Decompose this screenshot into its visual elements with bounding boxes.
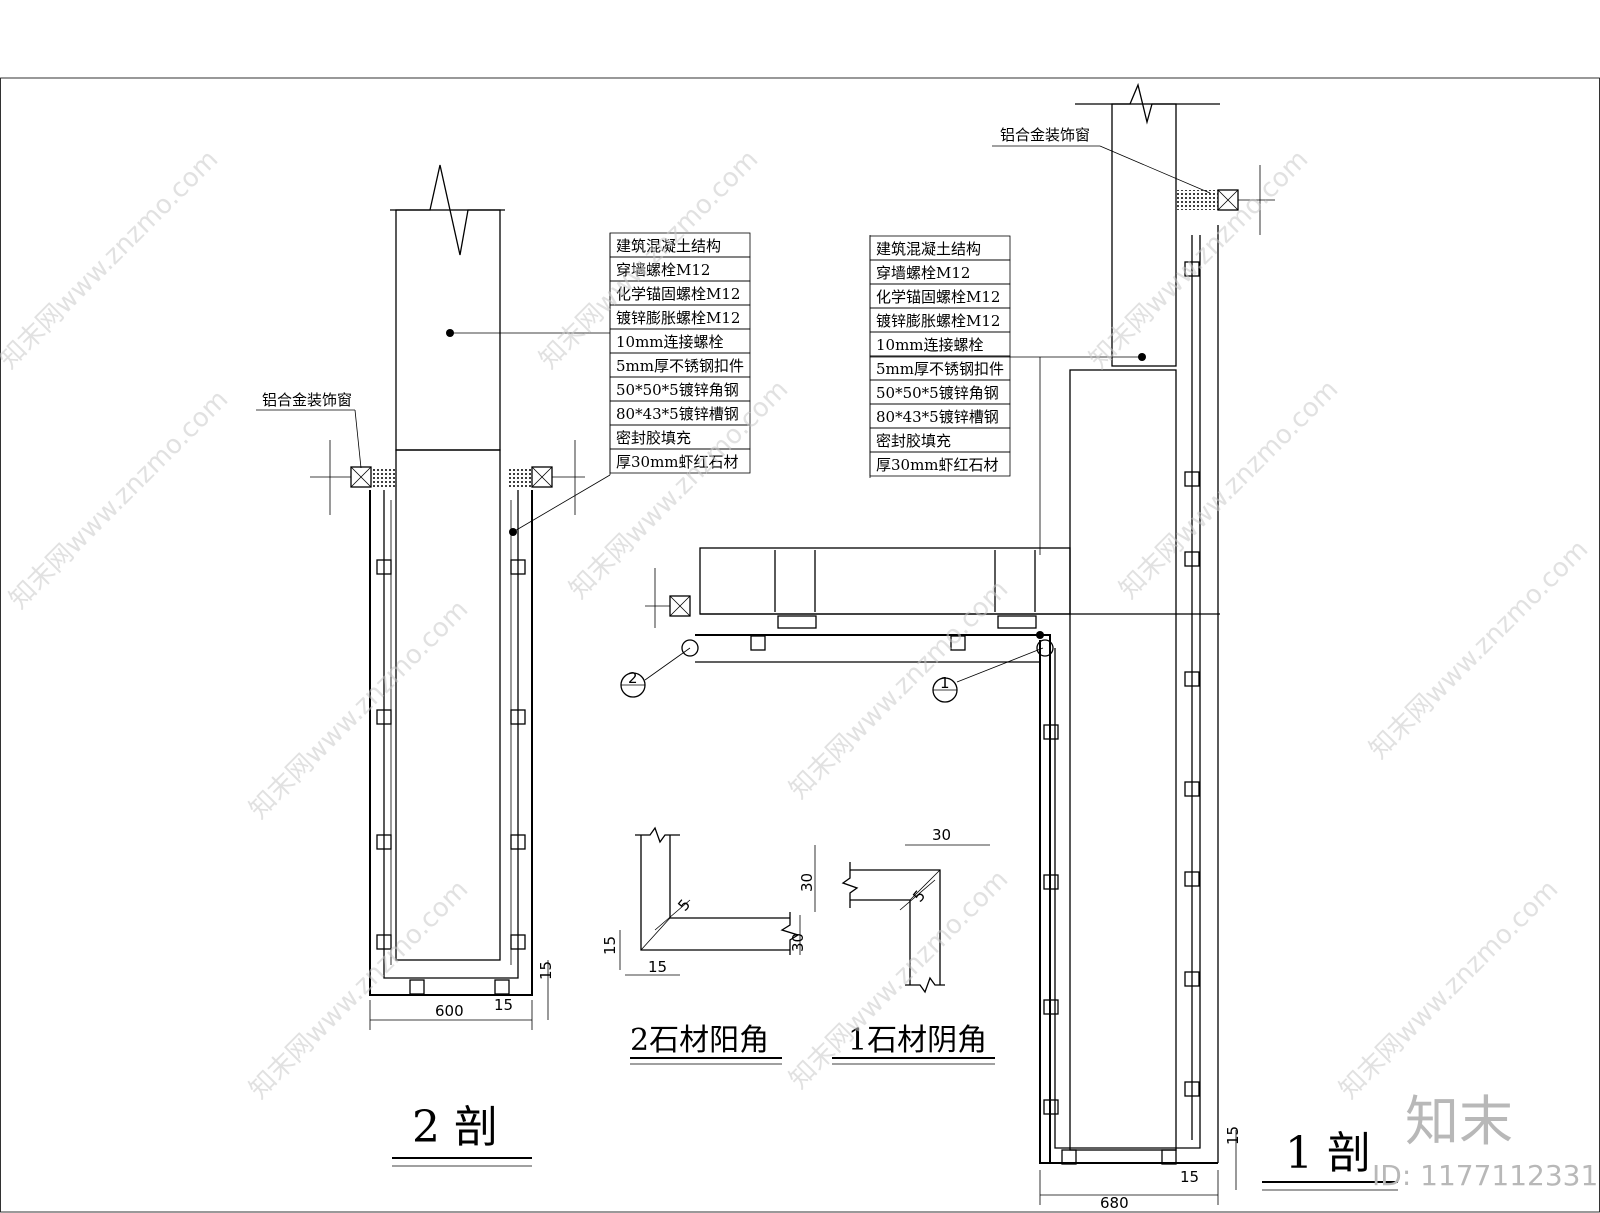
detail-outside-corner: 5 15 15 30 2石材阳角 [601,826,807,1065]
legend-item-label: 10mm连接螺栓 [616,333,724,351]
legend-row: 厚30mm虾红石材 [869,451,1011,477]
callout-2-label: 2 [628,669,638,687]
sheet-frame [0,77,1600,1213]
legend-row: 5mm厚不锈钢扣件 [609,352,751,378]
section-2-sealant-right [507,467,532,487]
inside-corner-dim-c: 5 [909,887,929,906]
section-1-drawing: 铝合金装饰窗 [620,82,1398,1212]
legend-item-label: 80*43*5镀锌槽钢 [616,405,739,423]
watermark-text: 知末网www.znzmo.com [1084,144,1315,375]
watermark-text: 知末网www.znzmo.com [0,144,224,375]
watermark-text: 知末网www.znzmo.com [784,864,1015,1095]
legend-item-label: 密封胶填充 [616,429,691,447]
section-2-title: 2 剖 [412,1102,498,1153]
section-1-dim-width: 680 [1100,1194,1129,1212]
outside-corner-dim-b: 15 [648,958,667,976]
section-1-sealant [1176,190,1218,210]
section-2-window-label: 铝合金装饰窗 [262,391,352,409]
legend-item-label: 厚30mm虾红石材 [876,456,999,474]
outside-corner-dim-d: 5 [674,896,694,915]
legend-row: 5mm厚不锈钢扣件 [869,355,1011,381]
legend-row: 50*50*5镀锌角钢 [609,376,751,402]
watermark-text: 知末网www.znzmo.com [244,594,475,825]
legend-row: 穿墙螺栓M12 [869,259,1011,285]
watermark-text: 知末网www.znzmo.com [4,384,235,615]
section-2-concrete-core [395,449,501,961]
watermark-text: 知末网www.znzmo.com [1334,874,1565,1105]
watermark-text: 知末网www.znzmo.com [784,574,1015,805]
section-1-concrete-beam [699,547,1071,615]
legend-item-label: 建筑混凝土结构 [876,240,981,258]
callout-1-label: 1 [940,674,950,692]
section-1-upper-wall [1111,103,1177,367]
legend-item-label: 50*50*5镀锌角钢 [616,381,739,399]
section-1-hangers [774,550,1037,629]
section-2-sealant-left [371,467,396,487]
section-2-drawing: 铝合金装饰窗 600 15 15 2 剖 [256,164,585,1167]
outside-corner-title: 2石材阳角 [630,1023,769,1058]
legend-row: 建筑混凝土结构 [869,235,1011,261]
legend-row: 化学锚固螺栓M12 [869,283,1011,309]
legend-item-label: 镀锌膨胀螺栓M12 [616,309,740,327]
inside-corner-title: 1石材阴角 [848,1023,987,1058]
watermark-text: 知末网www.znzmo.com [1114,374,1345,605]
legend-item-label: 5mm厚不锈钢扣件 [876,360,1004,378]
section-1-dim-15-side: 15 [1224,1126,1242,1145]
watermark-brand: 知末 [1405,1090,1513,1153]
legend-item-label: 密封胶填充 [876,432,951,450]
legend-item-label: 穿墙螺栓M12 [876,264,970,282]
section-2-dim-15-side: 15 [537,961,555,980]
watermark-text: 知末网www.znzmo.com [1364,534,1595,765]
legend-item-label: 厚30mm虾红石材 [616,453,739,471]
legend-item-label: 建筑混凝土结构 [616,237,721,255]
section-2-brackets [376,559,526,995]
inside-corner-dim-b: 30 [798,873,816,892]
section-1-window-label: 铝合金装饰窗 [1000,126,1090,144]
legend-row: 50*50*5镀锌角钢 [869,379,1011,405]
legend-row: 密封胶填充 [869,427,1011,453]
legend-item-label: 化学锚固螺栓M12 [616,285,740,303]
legend-item-label: 80*43*5镀锌槽钢 [876,408,999,426]
section-1-concrete-column [1069,369,1177,1151]
section-1-stone-soffit [695,634,1051,1163]
outside-corner-dim-a: 15 [601,936,619,955]
section-2-dim-15-bottom: 15 [494,996,513,1014]
legend-item-label: 化学锚固螺栓M12 [876,288,1000,306]
outside-corner-dim-c: 30 [789,933,807,952]
section-2-break-line [390,164,505,256]
section-1-break-line [1075,82,1220,125]
watermark-id: ID: 1177112331 [1372,1159,1598,1192]
watermark-text: 知末网www.znzmo.com [244,874,475,1105]
legend-item-label: 镀锌膨胀螺栓M12 [876,312,1000,330]
legend-item-label: 穿墙螺栓M12 [616,261,710,279]
section-2-dim-width: 600 [435,1002,464,1020]
legend-item-label: 5mm厚不锈钢扣件 [616,357,744,375]
legend-row: 80*43*5镀锌槽钢 [869,403,1011,429]
legend-row: 10mm连接螺栓 [869,331,1011,357]
detail-inside-corner: 5 30 30 1石材阴角 [798,826,995,1065]
legend-row: 镀锌膨胀螺栓M12 [609,304,751,330]
legend-row: 10mm连接螺栓 [609,328,751,354]
legend-row: 镀锌膨胀螺栓M12 [869,307,1011,333]
legend-item-label: 10mm连接螺栓 [876,336,984,354]
legend-item-label: 50*50*5镀锌角钢 [876,384,999,402]
section-1-brackets [750,261,1200,1165]
section-2-stone-cladding [369,490,533,996]
section-1-title: 1 剖 [1285,1128,1371,1179]
inside-corner-dim-a: 30 [932,826,951,844]
section-1-dim-15-bottom: 15 [1180,1168,1199,1186]
